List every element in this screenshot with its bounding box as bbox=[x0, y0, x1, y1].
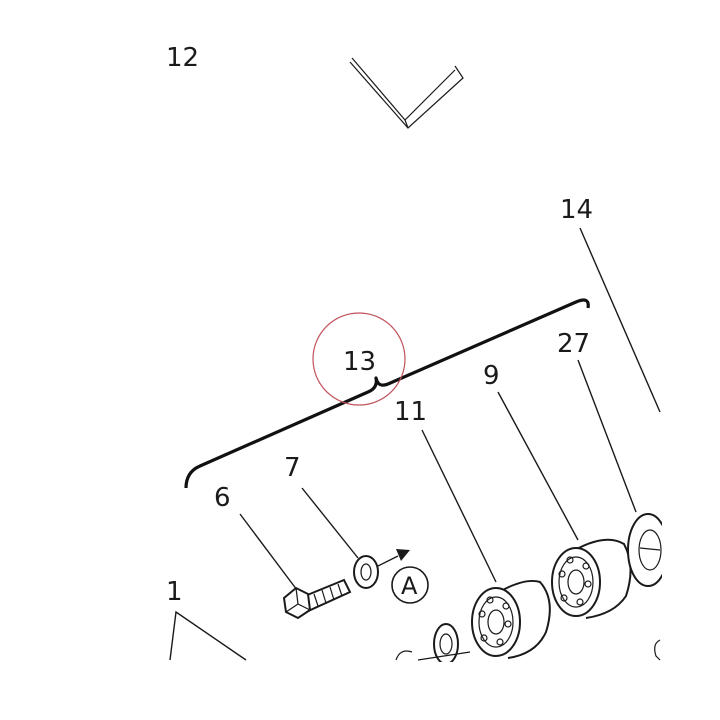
leader-6 bbox=[239, 513, 301, 595]
leader-27 bbox=[577, 359, 637, 513]
callout-14: 14 bbox=[560, 195, 593, 225]
callout-9: 9 bbox=[483, 361, 500, 391]
callout-12: 12 bbox=[166, 43, 199, 73]
callout-6: 6 bbox=[214, 483, 231, 513]
assembly-bracket-13 bbox=[184, 298, 590, 489]
view-a-marker: A bbox=[391, 566, 429, 604]
leader-11 bbox=[421, 429, 497, 583]
callout-13: 13 bbox=[343, 347, 376, 377]
hex-bolt-part bbox=[282, 578, 352, 620]
bearing-9-part bbox=[551, 538, 632, 619]
callout-11: 11 bbox=[394, 397, 427, 427]
lower-washer-part bbox=[395, 623, 471, 665]
leader-1 bbox=[169, 610, 247, 661]
view-a-label: A bbox=[401, 572, 418, 600]
cover-plate-part bbox=[349, 57, 464, 129]
highlight-circle bbox=[312, 312, 406, 406]
leader-14 bbox=[579, 227, 661, 413]
lower-right-fragment-part bbox=[654, 639, 661, 661]
callout-1: 1 bbox=[166, 577, 183, 607]
leader-7 bbox=[301, 487, 359, 559]
leader-9 bbox=[497, 391, 579, 541]
washer-part bbox=[353, 555, 379, 589]
view-a-arrow bbox=[377, 549, 410, 567]
seal-ring-27-part bbox=[627, 513, 669, 587]
bearing-11-part bbox=[471, 580, 551, 659]
callout-27: 27 bbox=[557, 329, 590, 359]
callout-7: 7 bbox=[284, 453, 301, 483]
